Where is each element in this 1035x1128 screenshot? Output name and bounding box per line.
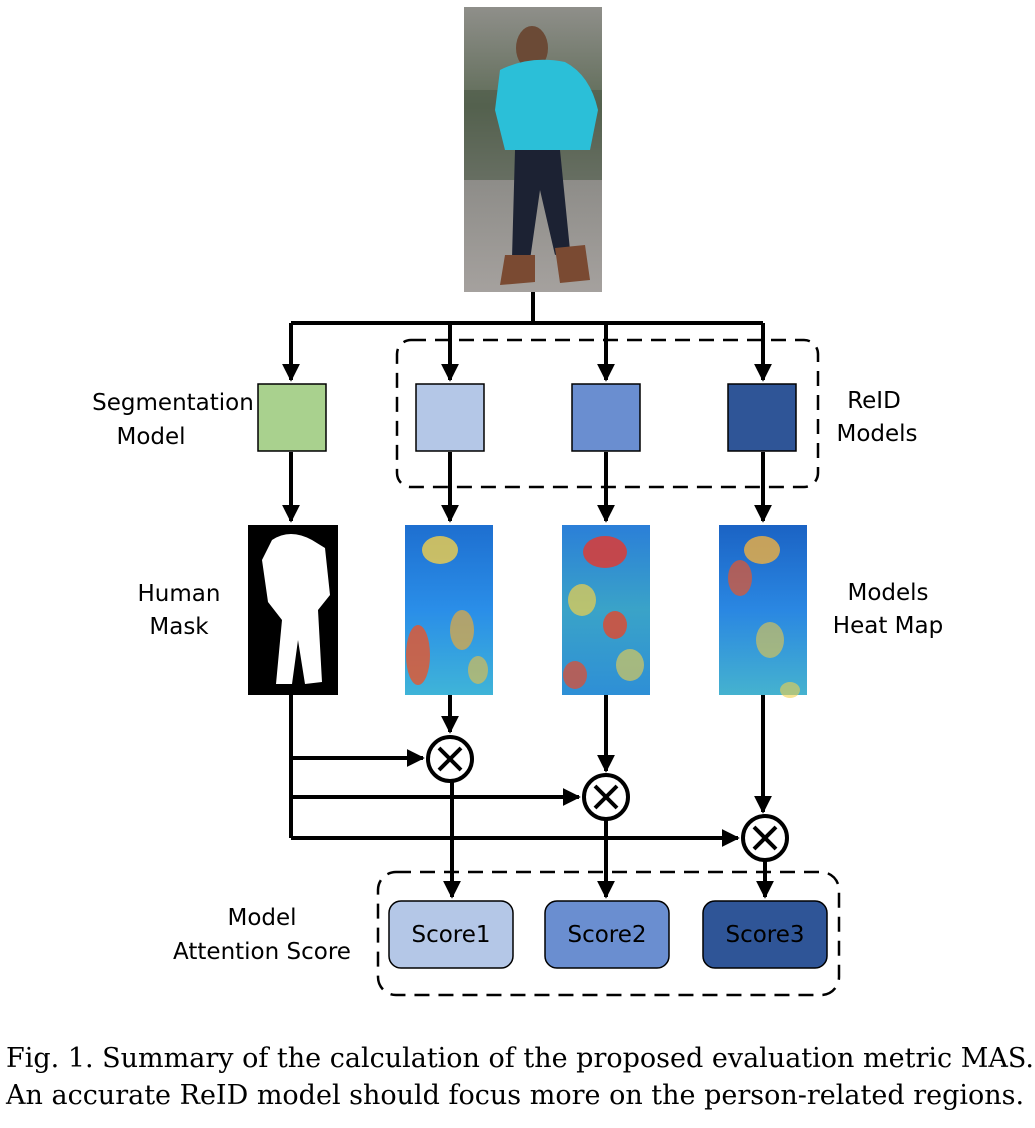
reid-model-box-1 xyxy=(415,383,485,452)
human-mask-image xyxy=(248,525,338,695)
segmentation-model-box xyxy=(257,383,327,452)
score-box-1: Score1 xyxy=(388,900,514,969)
input-person-image xyxy=(464,7,602,292)
score-label-1: Score1 xyxy=(411,922,490,948)
score-arrows xyxy=(443,781,774,899)
multiply-node-3 xyxy=(741,814,789,862)
heat-map-1 xyxy=(405,525,493,695)
heat-map-2 xyxy=(562,525,650,695)
multiply-node-2 xyxy=(582,773,630,821)
reid-model-box-2 xyxy=(571,383,641,452)
model-output-arrows xyxy=(282,452,772,523)
score-box-2: Score2 xyxy=(544,900,670,969)
heat-map-arrows xyxy=(441,695,772,814)
mask-branch-arrows xyxy=(289,695,740,847)
input-connectors xyxy=(282,292,772,382)
multiply-node-1 xyxy=(426,735,474,783)
heat-map-3 xyxy=(719,525,807,698)
caption-line-2: An accurate ReID model should focus more… xyxy=(6,1080,1025,1111)
score-label-3: Score3 xyxy=(725,922,804,948)
reid-model-box-3 xyxy=(727,383,797,452)
score-label-2: Score2 xyxy=(567,922,646,948)
caption-line-1: Fig. 1. Summary of the calculation of th… xyxy=(6,1043,1034,1074)
score-box-3: Score3 xyxy=(702,900,828,969)
scores-group xyxy=(376,870,841,997)
figure-caption: Fig. 1. Summary of the calculation of th… xyxy=(6,1040,1034,1114)
